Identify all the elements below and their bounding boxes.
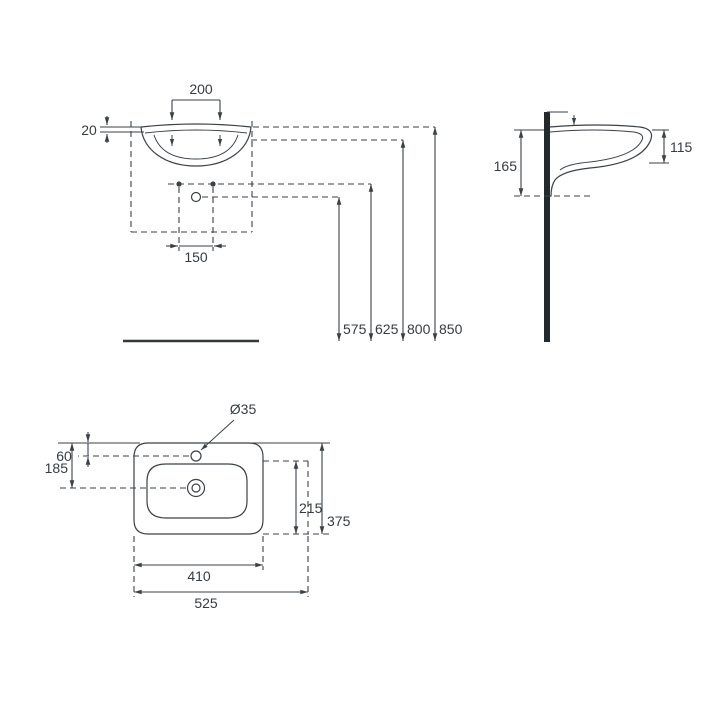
top-basin-outline [146,463,248,519]
side-sink-profile [549,124,653,197]
tap-hole [190,450,202,462]
dim-heights: 575 625 800 850 [336,127,463,341]
dim-shelf-depth: 215 [293,461,323,535]
dim-overall-width: 525 [134,589,308,611]
dim-fixing-spacing: 150 [166,187,226,265]
dim-overall-depth-label: 375 [327,513,351,529]
drain-inner-circle [191,483,201,493]
dim-overall-width-label: 525 [194,595,218,611]
dim-tap-spacing-label: 200 [189,81,213,97]
dim-height-625-label: 625 [375,321,399,337]
side-view: 115 165 [494,111,693,342]
dim-overall-depth: 375 [319,443,351,535]
top-ceramic-outline [133,442,264,535]
dim-height-800-label: 800 [407,321,431,337]
dim-rim-thickness-label: 20 [81,122,97,138]
front-sink-outline [140,123,252,167]
front-view: 200 20 [81,81,463,343]
dim-tap-diameter: Ø35 [200,401,257,451]
dim-tap-offset: 60 [56,432,189,467]
dim-tap-diameter-label: Ø35 [230,401,257,417]
dim-height-575-label: 575 [343,321,367,337]
dim-drain-offset-label: 185 [45,460,69,476]
dim-ceramic-width: 410 [134,562,263,584]
top-view: Ø35 60 185 215 [45,401,351,611]
drain-outer-circle [186,478,206,498]
width-extension-lines [133,536,309,597]
dim-drain-offset: 185 [45,443,186,489]
dim-height-850-label: 850 [439,321,463,337]
dim-tap-spacing: 200 [169,81,223,120]
dim-fixing-spacing-label: 150 [184,249,208,265]
dim-side-depth-label: 115 [670,139,693,155]
dim-side-depth: 115 [649,129,693,164]
front-hidden-outline [130,121,253,233]
height-reference-lines [168,126,435,198]
dim-ceramic-width-label: 410 [187,568,211,584]
drain-hole-front [190,191,202,203]
dim-side-height: 165 [494,129,590,197]
dim-rim-thickness: 20 [81,116,144,143]
dim-side-height-label: 165 [494,158,518,174]
dim-shelf-depth-label: 215 [299,500,323,516]
dim-tap-offset-label: 60 [56,448,72,464]
